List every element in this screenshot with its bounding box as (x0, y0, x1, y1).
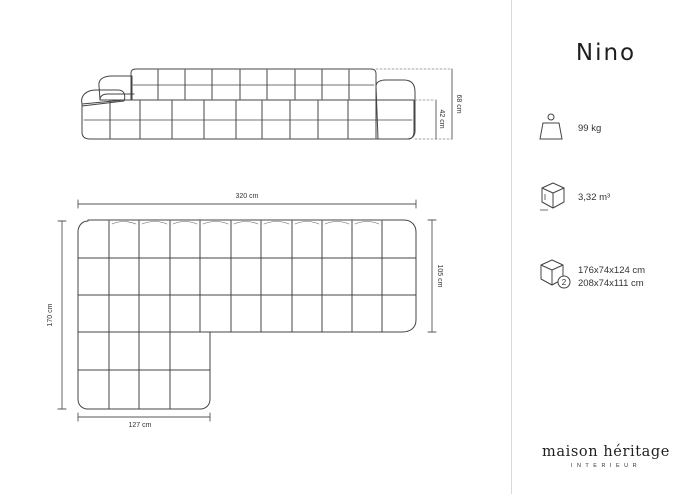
brand-logo: maison héritage INTERIEUR (512, 444, 700, 469)
dim-top-width: 320 cm (236, 193, 259, 200)
product-title: Nino (575, 40, 637, 66)
brand-subtitle: INTERIEUR (570, 463, 642, 469)
weight-value: 99 kg (578, 123, 602, 134)
top-view-outline (77, 219, 417, 410)
top-view (57, 199, 437, 422)
front-seat-row (81, 99, 415, 140)
panel-divider (511, 0, 512, 494)
front-right-armrest (375, 79, 416, 140)
brand-name: maison héritage (542, 444, 670, 460)
front-left-armrest (81, 89, 126, 107)
front-view (81, 68, 453, 140)
box-icon (538, 180, 568, 217)
dim-chaise-width: 127 cm (129, 422, 152, 429)
dim-front-seat-height: 42 cm (438, 109, 445, 128)
front-back-cushions (130, 68, 377, 101)
spec-panel: Nino 99 kg 3,32 m³ (512, 0, 700, 494)
dim-front-height: 68 cm (455, 94, 462, 113)
volume-value: 3,32 m³ (578, 192, 611, 203)
package-sizes: 176x74x124 cm 208x74x111 cm (578, 264, 645, 290)
package-count: 2 (562, 278, 567, 287)
packages-icon: 2 (538, 256, 572, 295)
dim-top-depth-right: 105 cm (436, 265, 443, 288)
front-chaise-back (98, 75, 133, 101)
package-size-1: 176x74x124 cm (578, 265, 646, 276)
sofa-technical-drawing: 68 cm 42 cm 320 cm 105 cm 170 cm 127 cm (47, 68, 462, 429)
weight-icon (538, 112, 564, 147)
dim-top-depth-left: 170 cm (47, 303, 54, 326)
package-size-2: 208x74x111 cm (578, 278, 644, 289)
